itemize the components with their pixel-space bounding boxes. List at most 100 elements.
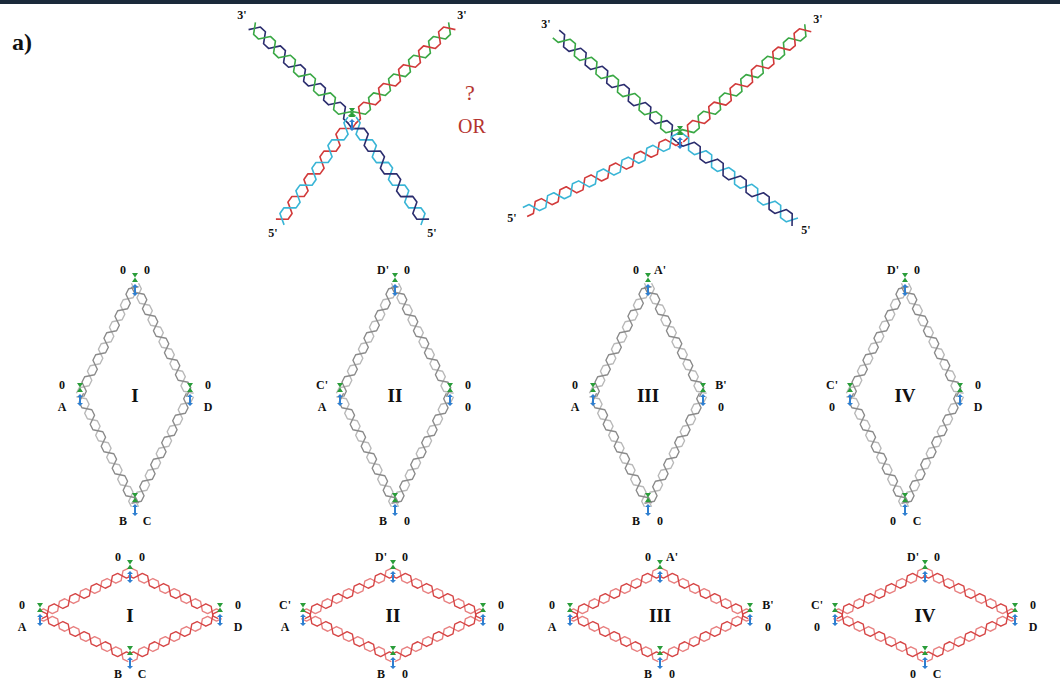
- question-text: OR: [458, 116, 486, 136]
- junction-arrow: [127, 571, 133, 583]
- dna-strand: [683, 29, 811, 142]
- junction-arrow: [834, 616, 836, 624]
- junction-arrow: [747, 614, 753, 626]
- sticky-end-label: A': [666, 551, 678, 563]
- tile-rhombus: I: [68, 273, 202, 517]
- junction-arrow: [394, 286, 396, 294]
- junction-arrow: [349, 119, 355, 131]
- junction-arrow: [590, 394, 596, 406]
- dna-lattice: [37, 560, 223, 669]
- sticky-end-label: 0: [1030, 599, 1036, 611]
- sticky-end-label: D: [204, 401, 213, 413]
- dna-strand: [852, 287, 909, 397]
- sticky-end-label: D: [974, 401, 983, 413]
- junction-arrow: [832, 614, 838, 626]
- junction-marker: [127, 646, 133, 655]
- junction-arrow: [480, 614, 486, 626]
- dna-strand: [572, 573, 662, 618]
- junction-arrow: [922, 571, 928, 583]
- junction-arrow: [847, 394, 853, 406]
- dna-strand: [923, 573, 1013, 618]
- sticky-end-label: B: [119, 515, 127, 527]
- junction-marker: [390, 646, 396, 655]
- sticky-end-label: 0: [115, 551, 121, 563]
- sticky-end-label: 0: [404, 515, 410, 527]
- junction-marker: [657, 646, 663, 655]
- junction-marker: [645, 273, 651, 282]
- junction-arrow: [924, 573, 926, 581]
- dna-strand: [391, 611, 481, 656]
- junction-arrow: [37, 614, 43, 626]
- junction-arrow: [390, 657, 396, 669]
- junction-arrow: [657, 657, 663, 669]
- junction-marker: [902, 273, 908, 282]
- junction-marker: [127, 560, 133, 569]
- question-text: ?: [465, 82, 475, 104]
- junction-arrow: [392, 284, 398, 296]
- junction-arrow: [645, 504, 651, 516]
- tile-rhombus: III: [558, 560, 762, 670]
- sticky-end-label: D': [375, 551, 387, 563]
- sticky-end-label: A: [18, 621, 27, 633]
- sticky-end-label: 0: [498, 599, 504, 611]
- junction-marker: [657, 560, 663, 569]
- junction-arrow: [300, 614, 306, 626]
- dna-strand: [305, 573, 395, 618]
- dna-strand: [923, 611, 1013, 656]
- sticky-end-label: B: [379, 515, 387, 527]
- junction-marker: [902, 493, 908, 502]
- dna-strand: [644, 393, 701, 503]
- junction-arrow: [700, 394, 706, 406]
- tile-numeral: II: [388, 386, 403, 405]
- sticky-end-label: C: [138, 668, 147, 680]
- sticky-end-label: 0: [465, 401, 471, 413]
- sticky-end-label: B': [715, 379, 726, 391]
- junction-arrow: [129, 573, 131, 581]
- junction-marker: [300, 603, 306, 612]
- junction-marker: [922, 560, 928, 569]
- sticky-end-label: 0: [404, 264, 410, 276]
- junction-arrow: [219, 616, 221, 624]
- tile-numeral: IV: [894, 386, 915, 405]
- dna-lattice: [300, 560, 486, 669]
- junction-arrow: [392, 573, 394, 581]
- dna-strand: [339, 393, 398, 503]
- junction-arrow: [904, 506, 906, 514]
- junction-arrow: [749, 616, 751, 624]
- sticky-end-label: C': [316, 379, 328, 391]
- sticky-end-label: D: [1029, 621, 1038, 633]
- junction-marker: [957, 383, 963, 392]
- dna-strand: [254, 22, 356, 116]
- dna-lattice: [589, 273, 706, 516]
- sticky-end-label: 0: [814, 621, 820, 633]
- junction-arrow: [302, 616, 304, 624]
- tile-numeral: III: [637, 386, 659, 405]
- sticky-end-label: B: [114, 668, 122, 680]
- sticky-end-label: A: [318, 401, 327, 413]
- tile-rhombus: III: [581, 273, 715, 517]
- sticky-end-label: 0: [657, 515, 663, 527]
- dna-strand: [658, 573, 748, 618]
- tile-numeral: II: [386, 606, 401, 625]
- junction-arrow: [132, 504, 138, 516]
- junction-arrow: [337, 394, 343, 406]
- dna-strand: [677, 24, 806, 134]
- sticky-end-label: D': [377, 264, 389, 276]
- junction-arrow: [849, 396, 851, 404]
- dna-strand: [276, 123, 356, 219]
- junction-arrow: [957, 394, 963, 406]
- tile-numeral: I: [126, 606, 133, 625]
- tile-rhombus: II: [328, 273, 462, 517]
- junction-marker: [217, 603, 223, 612]
- strand-end-label: 5': [427, 227, 436, 239]
- junction-arrow: [657, 571, 663, 583]
- junction-arrow: [351, 121, 353, 129]
- dna-strand: [527, 139, 682, 216]
- sticky-end-label: 0: [144, 264, 150, 276]
- sticky-end-label: 0: [890, 515, 896, 527]
- tile-numeral: I: [131, 386, 138, 405]
- junction-arrow: [449, 396, 451, 404]
- sticky-end-label: 0: [235, 599, 241, 611]
- junction-arrow: [189, 396, 191, 404]
